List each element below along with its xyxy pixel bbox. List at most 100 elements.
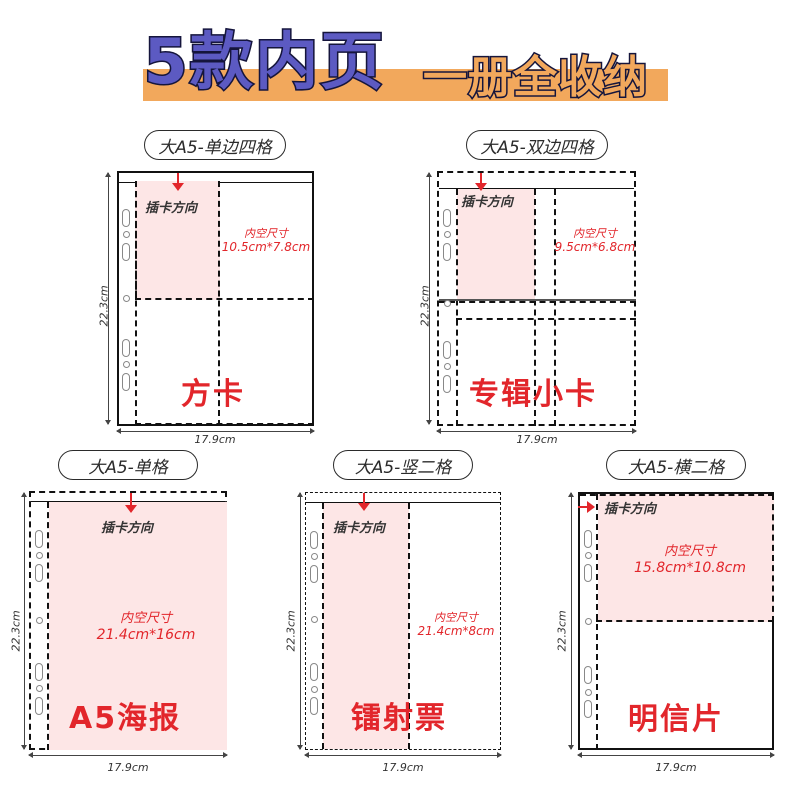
pocket-divider <box>534 189 536 426</box>
height-dimension-arrow <box>426 172 432 425</box>
binder-hole-icon <box>310 565 318 583</box>
binder-hole-icon <box>310 697 318 715</box>
banner-highlight-bar <box>143 69 668 101</box>
inner-size-label: 内空尺寸 9.5cm*6.8cm <box>551 227 639 254</box>
binder-hole-icon <box>122 373 130 391</box>
binder-hole-icon <box>35 564 43 582</box>
inner-size-title: 内空尺寸 <box>434 611 478 624</box>
insert-arrow-icon <box>358 493 370 511</box>
card-type-label: 专辑小卡 <box>469 377 597 412</box>
binder-hole-icon <box>584 700 592 718</box>
binder-hole-icon <box>443 209 451 227</box>
card-type-label: 明信片 <box>628 702 724 737</box>
pocket-divider <box>554 189 556 426</box>
pocket-divider <box>596 620 774 622</box>
sheet-diagram: 插卡方向 内空尺寸 10.5cm*7.8cm 方卡 <box>117 171 314 426</box>
binder-hole-icon <box>584 564 592 582</box>
height-dimension-label: 22.3cm <box>97 285 111 327</box>
pocket-divider <box>456 189 458 426</box>
pocket-divider <box>580 494 774 496</box>
inner-size-value: 21.4cm*16cm <box>96 627 196 643</box>
pocket-divider <box>135 181 137 426</box>
inner-size-label: 内空尺寸 21.4cm*16cm <box>71 611 221 644</box>
width-dimension-label: 17.9cm <box>194 433 236 446</box>
sheet-diagram: 插卡方向 内空尺寸 15.8cm*10.8cm 明信片 <box>578 492 774 750</box>
pocket-divider <box>135 298 314 300</box>
insert-arrow-icon <box>125 493 137 513</box>
binder-hole-icon <box>443 231 451 238</box>
width-dimension-arrow <box>436 428 637 434</box>
binder-hole-icon <box>584 666 592 684</box>
binder-hole-icon <box>35 663 43 681</box>
banner-title: 5款内页 <box>142 24 386 100</box>
width-dimension-label: 17.9cm <box>107 761 149 774</box>
insert-arrow-icon <box>578 501 595 513</box>
pocket-divider <box>408 503 410 749</box>
pocket-divider <box>322 503 324 749</box>
height-dimension-arrow <box>568 492 574 750</box>
binder-hole-icon <box>443 341 451 359</box>
binder-hole-icon <box>310 531 318 549</box>
insert-arrow-icon <box>475 173 487 191</box>
inner-size-label: 内空尺寸 15.8cm*10.8cm <box>610 544 770 577</box>
binder-hole-icon <box>310 686 318 693</box>
width-dimension-arrow <box>577 752 775 758</box>
width-dimension-arrow <box>28 752 228 758</box>
insert-direction-label: 插卡方向 <box>604 502 657 517</box>
binder-hole-icon <box>122 209 130 227</box>
height-dimension-arrow <box>297 492 303 750</box>
height-dimension-arrow <box>21 492 27 750</box>
insert-direction-label: 插卡方向 <box>145 201 198 216</box>
title-banner: 5款内页 一册全收纳 <box>0 0 800 110</box>
pocket-divider <box>456 318 636 320</box>
binder-hole-icon <box>443 375 451 393</box>
pocket-divider <box>47 502 49 750</box>
binder-hole-icon <box>310 663 318 681</box>
card-type-label: A5海报 <box>69 701 182 736</box>
binder-hole-icon <box>35 552 43 559</box>
highlighted-pocket <box>323 503 409 749</box>
highlighted-pocket <box>598 494 774 622</box>
binder-hole-icon <box>584 530 592 548</box>
binder-hole-icon <box>443 243 451 261</box>
highlighted-pocket <box>49 502 227 750</box>
width-dimension-arrow <box>116 428 315 434</box>
page-name-pill: 大A5-单边四格 <box>144 130 286 160</box>
inner-size-value: 15.8cm*10.8cm <box>633 560 746 576</box>
height-dimension-label: 22.3cm <box>9 610 23 652</box>
inner-size-title: 内空尺寸 <box>573 227 617 240</box>
binder-hole-icon <box>443 363 451 370</box>
center-seam <box>439 299 636 301</box>
height-dimension-label: 22.3cm <box>284 610 298 652</box>
binder-hole-icon <box>310 616 318 623</box>
card-type-label: 方卡 <box>181 377 245 412</box>
sheet-diagram: 插卡方向 内空尺寸 21.4cm*16cm A5海报 <box>29 491 227 750</box>
page-name-pill: 大A5-单格 <box>58 450 198 480</box>
binder-hole-icon <box>584 552 592 559</box>
binder-hole-icon <box>122 339 130 357</box>
highlighted-pocket <box>457 189 535 300</box>
top-strip <box>306 493 500 503</box>
binder-hole-icon <box>35 530 43 548</box>
inner-size-label: 内空尺寸 21.4cm*8cm <box>410 611 502 638</box>
page-name-pill: 大A5-双边四格 <box>466 130 608 160</box>
inner-size-value: 10.5cm*7.8cm <box>221 240 311 254</box>
binder-hole-icon <box>122 243 130 261</box>
inner-size-value: 21.4cm*8cm <box>417 624 495 638</box>
insert-arrow-icon <box>172 173 184 191</box>
pocket-divider <box>218 181 220 426</box>
height-dimension-arrow <box>105 172 111 425</box>
inner-size-title: 内空尺寸 <box>244 227 288 240</box>
insert-direction-label: 插卡方向 <box>333 521 386 536</box>
binder-hole-icon <box>122 361 130 368</box>
top-strip <box>439 173 634 189</box>
binder-hole-icon <box>35 617 43 624</box>
width-dimension-label: 17.9cm <box>516 433 558 446</box>
insert-direction-label: 插卡方向 <box>461 195 514 210</box>
inner-size-title: 内空尺寸 <box>663 544 716 559</box>
inner-size-label: 内空尺寸 10.5cm*7.8cm <box>221 227 311 254</box>
pocket-divider <box>439 301 636 303</box>
binder-hole-icon <box>443 300 451 307</box>
binder-hole-icon <box>310 553 318 560</box>
binder-hole-icon <box>584 618 592 625</box>
